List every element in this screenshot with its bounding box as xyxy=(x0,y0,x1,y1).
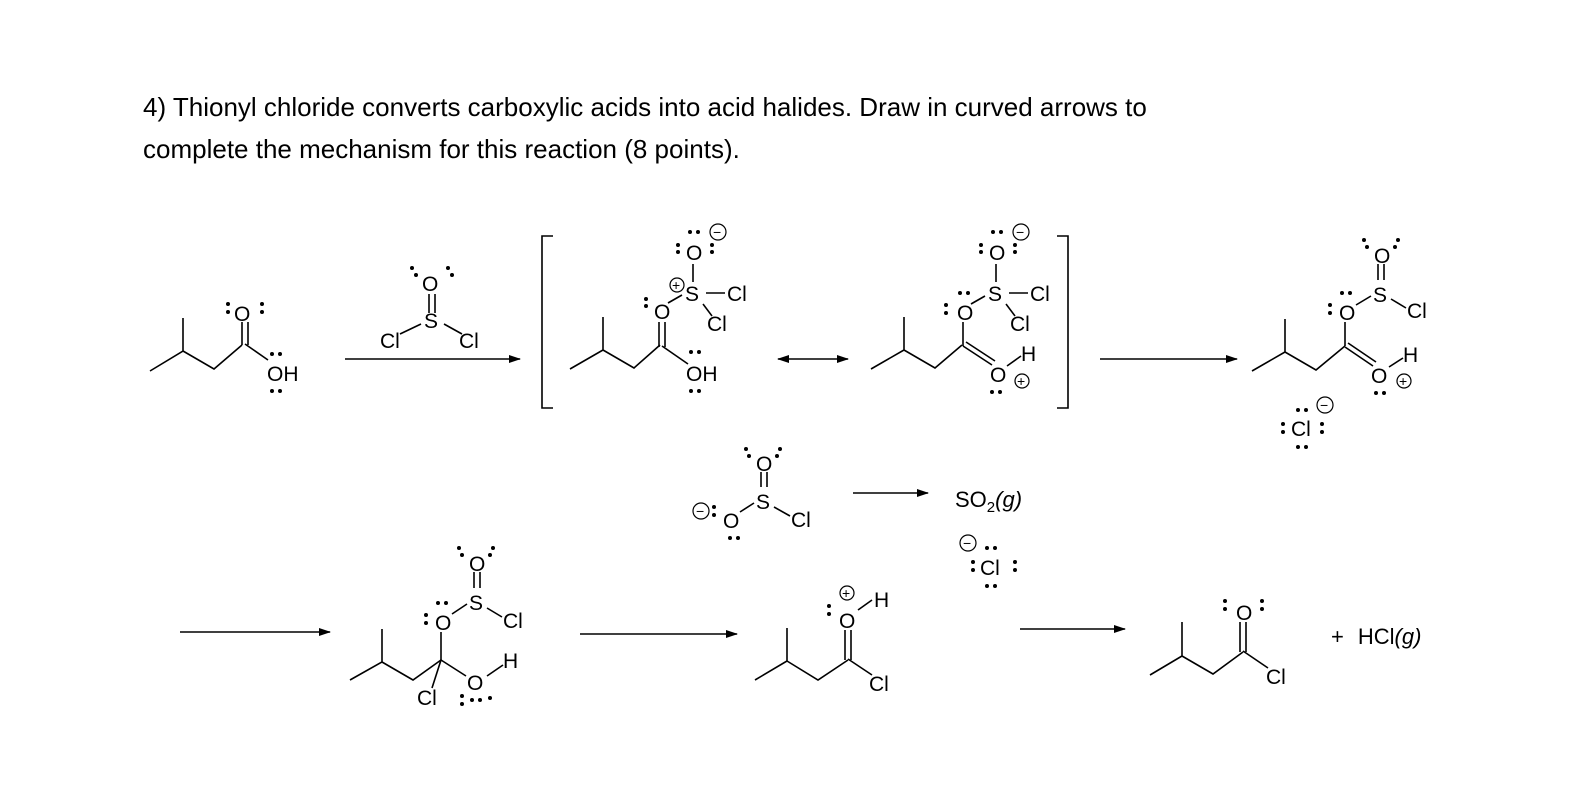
question-line-1: 4) Thionyl chloride converts carboxylic … xyxy=(143,92,1147,122)
atom-cl: Cl xyxy=(1010,313,1030,336)
atom-o: O xyxy=(467,672,483,695)
atom-o: O xyxy=(469,553,485,576)
tetrahedral-intermediate: O S Cl O Cl O H xyxy=(349,546,523,710)
atom-cl: Cl xyxy=(869,673,889,696)
atom-s: S xyxy=(1373,284,1387,307)
protonated-chlorosulfite: O S Cl O O H + xyxy=(1251,238,1427,395)
atom-cl: Cl xyxy=(1266,666,1286,689)
atom-h: H xyxy=(874,589,889,612)
intermediate-resonance-a: O + S Cl Cl O − OH xyxy=(569,223,747,393)
protonated-acid-chloride: O + H Cl xyxy=(754,585,889,696)
atom-s: S xyxy=(756,491,770,514)
atom-o: O xyxy=(990,364,1006,387)
atom-o: O xyxy=(839,610,855,633)
atom-o: O xyxy=(435,612,451,635)
atom-o: O xyxy=(1374,245,1390,268)
chloride-ion: Cl − xyxy=(1281,396,1334,449)
bracket-right xyxy=(1057,235,1069,409)
atom-o: O xyxy=(756,453,772,476)
atom-cl: Cl xyxy=(380,330,400,353)
plus-charge: + xyxy=(1399,373,1407,389)
atom-o: O xyxy=(957,302,973,325)
atom-cl: Cl xyxy=(417,687,437,710)
chlorosulfite-anion: − O S Cl O xyxy=(692,447,811,540)
bracket-left xyxy=(541,235,553,409)
question-line-2: complete the mechanism for this reaction… xyxy=(143,134,740,164)
chloride-ion: − Cl xyxy=(959,534,1017,588)
atom-o: O xyxy=(422,273,438,296)
atom-cl: Cl xyxy=(1407,300,1427,323)
plus-charge: + xyxy=(842,585,850,601)
atom-o: O xyxy=(723,510,739,533)
atom-cl: Cl xyxy=(980,557,1000,580)
atom-o: O xyxy=(234,303,250,326)
atom-cl: Cl xyxy=(707,313,727,336)
atom-s: S xyxy=(685,283,699,306)
question-text: 4) Thionyl chloride converts carboxylic … xyxy=(143,86,1403,170)
plus-charge: + xyxy=(1017,373,1025,389)
so2-gas: SO2(g) xyxy=(955,487,1022,516)
minus-charge: − xyxy=(696,503,704,519)
atom-o: O xyxy=(654,301,670,324)
atom-h: H xyxy=(1021,343,1036,366)
atom-s: S xyxy=(469,592,483,615)
minus-charge: − xyxy=(713,224,721,240)
atom-o: O xyxy=(989,242,1005,265)
minus-charge: − xyxy=(1320,397,1328,413)
minus-charge: − xyxy=(963,535,971,551)
plus-charge: + xyxy=(672,277,680,293)
thionyl-chloride: O S Cl Cl xyxy=(380,266,479,353)
atom-o: O xyxy=(1236,602,1252,625)
atom-s: S xyxy=(988,283,1002,306)
minus-charge: − xyxy=(1016,224,1024,240)
carboxylic-acid: O OH xyxy=(149,302,299,393)
atom-h: H xyxy=(1403,344,1418,367)
acid-chloride: O Cl xyxy=(1149,599,1286,689)
atom-oh: OH xyxy=(686,363,718,386)
atom-cl: Cl xyxy=(459,330,479,353)
atom-cl: Cl xyxy=(503,610,523,633)
intermediate-resonance-b: O S Cl Cl O − O H + xyxy=(870,223,1050,394)
atom-cl: Cl xyxy=(791,509,811,532)
atom-o: O xyxy=(1371,365,1387,388)
atom-s: S xyxy=(424,310,438,333)
atom-cl: Cl xyxy=(1291,418,1311,441)
atom-cl: Cl xyxy=(1030,283,1050,306)
atom-h: H xyxy=(503,650,518,673)
atom-oh: OH xyxy=(267,363,299,386)
atom-o: O xyxy=(1339,302,1355,325)
hcl-gas: +HCl(g) xyxy=(1331,624,1421,649)
atom-o: O xyxy=(686,242,702,265)
atom-cl: Cl xyxy=(727,283,747,306)
